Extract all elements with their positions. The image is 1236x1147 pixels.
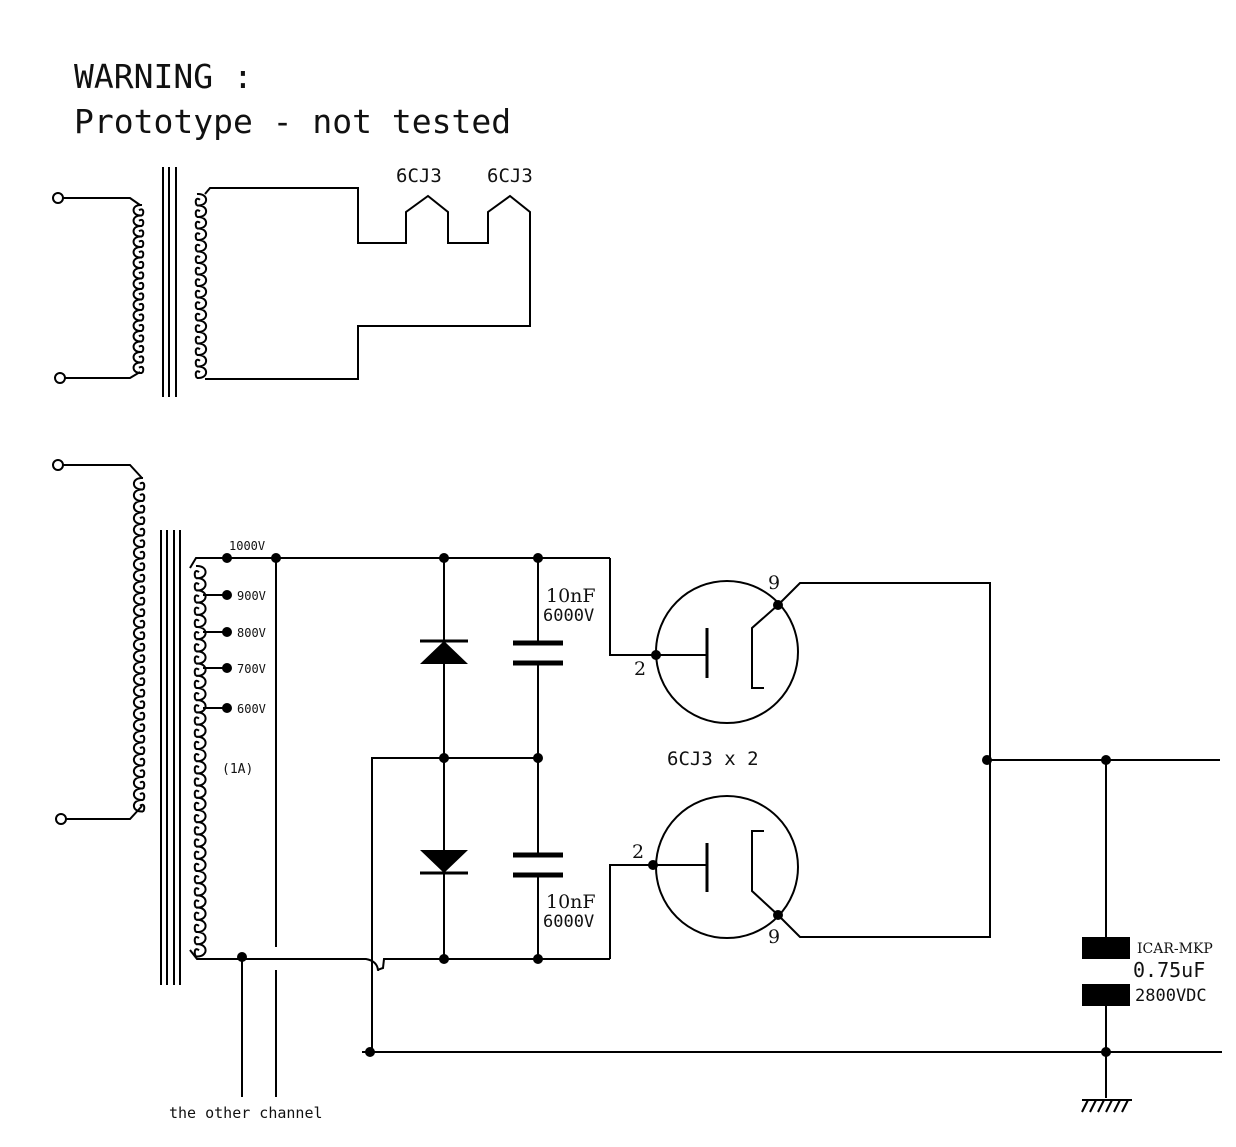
node — [439, 753, 449, 763]
cap-lower-voltage: 6000V — [543, 912, 594, 932]
output-cap-voltage: 2800VDC — [1135, 986, 1207, 1006]
tap-label-600v: 600V — [237, 702, 266, 716]
heater-input-terminal-bottom — [54, 372, 66, 384]
ground-icon — [1081, 1099, 1132, 1113]
tap-node-900v — [222, 590, 232, 600]
hv-primary-lead-bottom — [66, 805, 143, 820]
capacitor-upper — [513, 640, 563, 666]
hv-primary-coil — [132, 476, 146, 813]
node — [439, 553, 449, 563]
heater-primary-lead-bottom — [65, 371, 141, 379]
tube-upper-plate-lead — [777, 582, 991, 760]
output-cap-plate-bottom — [1082, 984, 1130, 1006]
node — [648, 860, 658, 870]
hv-input-terminal-top — [52, 459, 64, 471]
diode-lower — [420, 850, 468, 875]
hv-primary-winding — [132, 476, 146, 813]
tap-node-800v — [222, 627, 232, 637]
tap-label-1000v: 1000V — [229, 539, 265, 553]
output-cap-plate-top — [1082, 937, 1130, 959]
ground-hatch — [1113, 1099, 1121, 1113]
output-cap-value: 0.75uF — [1133, 958, 1205, 982]
rectifier-tubes-label: 6CJ3 x 2 — [667, 748, 759, 770]
hv-tap-1000v-wire — [189, 557, 610, 569]
capacitor-lower — [513, 852, 563, 878]
tap-label-700v: 700V — [237, 662, 266, 676]
output-section: ICAR-MKP 0.75uF 2800VDC — [362, 755, 1222, 1113]
tube-upper-pin-cathode: 2 — [634, 658, 646, 680]
node — [773, 600, 783, 610]
cap-lower-value: 10nF — [546, 891, 596, 913]
voltage-doubler: 10nF 6000V 10nF 6000V — [371, 553, 596, 1052]
secondary-return-rail — [189, 949, 610, 972]
heater-tube1-label: 6CJ3 — [396, 165, 442, 187]
heater-transformer: 6CJ3 6CJ3 — [52, 165, 533, 397]
tube-upper-cathode-feed — [609, 558, 656, 656]
output-cap-brand: ICAR-MKP — [1137, 941, 1213, 957]
diode-upper-body — [420, 641, 468, 664]
node — [533, 954, 543, 964]
warning-title: WARNING : — [74, 57, 253, 96]
rectifier-tube-upper: 2 9 — [609, 558, 991, 760]
heater-secondary-coil — [194, 192, 208, 380]
hv-input-terminal-bottom — [55, 813, 67, 825]
tap-node-1000v — [222, 553, 232, 563]
cap-upper-voltage: 6000V — [543, 606, 594, 626]
node — [1101, 1047, 1111, 1057]
hv-transformer: 1000V 900V 800V 700V 600V (1A) — [52, 459, 610, 985]
tube-lower-pin-cathode: 2 — [632, 841, 644, 863]
hv-primary-lead-top — [63, 464, 143, 479]
warning-subtitle: Prototype - not tested — [74, 102, 511, 141]
tap-label-900v: 900V — [237, 589, 266, 603]
heater-primary-winding — [132, 203, 145, 375]
tube-lower-plate-lead — [777, 760, 991, 938]
heater-secondary-winding — [194, 192, 208, 380]
ground-hatch — [1081, 1099, 1089, 1113]
node — [439, 954, 449, 964]
ground-hatch — [1089, 1099, 1097, 1113]
ground-hatch — [1121, 1099, 1129, 1113]
hv-secondary-coil — [193, 564, 207, 958]
hv-secondary-winding — [193, 564, 207, 958]
ground-hatch — [1097, 1099, 1105, 1113]
node — [365, 1047, 375, 1057]
cap-upper-value: 10nF — [546, 585, 596, 607]
node — [533, 553, 543, 563]
tap-node-600v — [222, 703, 232, 713]
diode-lower-body — [420, 850, 468, 873]
rectifier-tube-lower: 2 9 — [609, 760, 991, 959]
tube-lower-pin-plate: 9 — [768, 926, 780, 948]
tube-upper-pin-plate: 9 — [768, 572, 780, 594]
node — [651, 650, 661, 660]
ground-hatch — [1105, 1099, 1113, 1113]
node — [773, 910, 783, 920]
node — [237, 952, 247, 962]
heater-input-terminal-top — [52, 192, 64, 204]
tap-node-700v — [222, 663, 232, 673]
heater-filament-loop — [204, 187, 531, 380]
node — [271, 553, 281, 563]
tap-label-800v: 800V — [237, 626, 266, 640]
tube-lower-plate — [751, 830, 779, 916]
other-channel-label: the other channel — [169, 1104, 323, 1122]
midpoint-wire — [371, 757, 538, 1052]
node — [533, 753, 543, 763]
tube-upper-plate — [751, 604, 779, 689]
diode-upper — [420, 639, 468, 664]
current-rating-label: (1A) — [222, 762, 253, 777]
heater-primary-coil — [132, 203, 145, 375]
tube-lower-cathode-feed — [609, 864, 653, 959]
heater-tube2-label: 6CJ3 — [487, 165, 533, 187]
node — [982, 755, 992, 765]
heater-primary-lead-top — [63, 197, 141, 206]
other-channel-feed: the other channel — [169, 553, 323, 1122]
